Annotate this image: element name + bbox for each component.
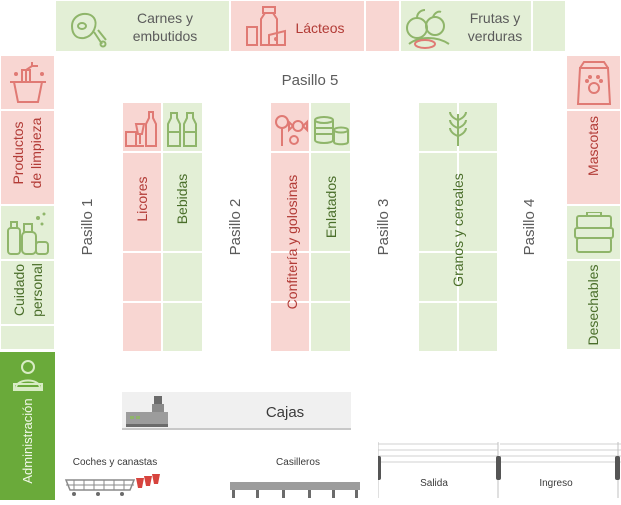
shelf-cell	[310, 252, 351, 302]
zone-frutas	[400, 0, 532, 52]
shelf-cell	[270, 302, 310, 352]
zone-lacteos-extra	[365, 0, 400, 52]
shelf-cell	[270, 252, 310, 302]
shelf-enlatados	[310, 102, 351, 352]
label-administracion: Administración	[20, 398, 35, 484]
shelf-cell	[458, 252, 498, 302]
label-confiteria: Confitería y golosinas	[284, 174, 300, 310]
beverage-icon	[167, 112, 197, 147]
pet-food-icon	[576, 61, 612, 105]
zone-cuidado-3	[0, 325, 55, 350]
aisle-5: Pasillo 5	[281, 72, 339, 89]
aisle-2: Pasillo 2	[227, 198, 244, 256]
personal-care-icon	[7, 212, 49, 255]
aisle-4: Pasillo 4	[521, 198, 538, 256]
admin-icon	[13, 360, 43, 391]
shelf-cell	[418, 152, 458, 252]
top-row	[55, 0, 566, 52]
shelf-cell	[122, 302, 162, 352]
meat-icon	[70, 12, 107, 48]
label-cajas: Cajas	[265, 404, 305, 421]
label-coches: Coches y canastas	[72, 457, 158, 468]
label-carnes: Carnes y embutidos	[132, 10, 198, 44]
label-limpieza: Productos de limpieza	[10, 117, 44, 189]
shelf-cell	[122, 152, 162, 252]
label-lacteos: Lácteos	[295, 20, 345, 36]
cash-register-icon	[126, 396, 168, 427]
shelf-cell	[418, 252, 458, 302]
disposables-icon	[574, 212, 614, 253]
dairy-icon	[246, 6, 286, 46]
label-frutas: Frutas y verduras	[467, 10, 523, 44]
label-enlatados: Enlatados	[323, 175, 339, 239]
shelf-cell	[310, 152, 351, 252]
carts-icon	[64, 474, 160, 496]
label-bebidas: Bebidas	[174, 173, 190, 225]
zone-administracion	[0, 352, 55, 500]
exit-entrance-area	[376, 440, 621, 500]
fruit-icon	[406, 9, 450, 49]
cleaning-icon	[10, 62, 46, 103]
zone-cuidado-2	[0, 260, 55, 325]
shelf-granos	[418, 102, 498, 352]
turnstiles-graphic	[376, 442, 621, 498]
shelf-cell	[458, 302, 498, 352]
shelf-cell	[162, 302, 203, 352]
label-mascotas: Mascotas	[585, 116, 601, 176]
aisle-3: Pasillo 3	[375, 198, 392, 256]
shelf-cell	[418, 302, 458, 352]
shelf-cell	[418, 102, 458, 152]
label-desechables: Desechables	[585, 264, 601, 346]
shelf-cell	[270, 152, 310, 252]
wheat-icon	[449, 111, 467, 146]
left-column	[0, 55, 55, 350]
label-cuidado: Cuidado personal	[11, 263, 45, 317]
label-licores: Licores	[134, 176, 150, 222]
shelf-cell	[162, 252, 203, 302]
shelf-cell	[310, 302, 351, 352]
candy-icon	[275, 115, 308, 146]
shelf-cell	[458, 152, 498, 252]
zone-frutas-extra	[532, 0, 566, 52]
zone-carnes	[55, 0, 230, 52]
label-ingreso: Ingreso	[539, 478, 573, 489]
zone-cuidado-1	[0, 205, 55, 260]
canned-food-icon	[314, 116, 349, 146]
zone-limpieza-2	[0, 110, 55, 205]
label-granos: Granos y cereales	[450, 173, 466, 287]
label-salida: Salida	[420, 478, 448, 489]
liquor-icon	[125, 111, 157, 147]
shelf-licores	[122, 102, 162, 352]
label-casilleros: Casilleros	[276, 457, 320, 468]
shelf-cell	[162, 152, 203, 252]
shelf-cell	[122, 252, 162, 302]
zone-desechables-2	[566, 260, 621, 350]
lockers-icon	[230, 482, 360, 498]
aisle-1: Pasillo 1	[79, 198, 96, 256]
